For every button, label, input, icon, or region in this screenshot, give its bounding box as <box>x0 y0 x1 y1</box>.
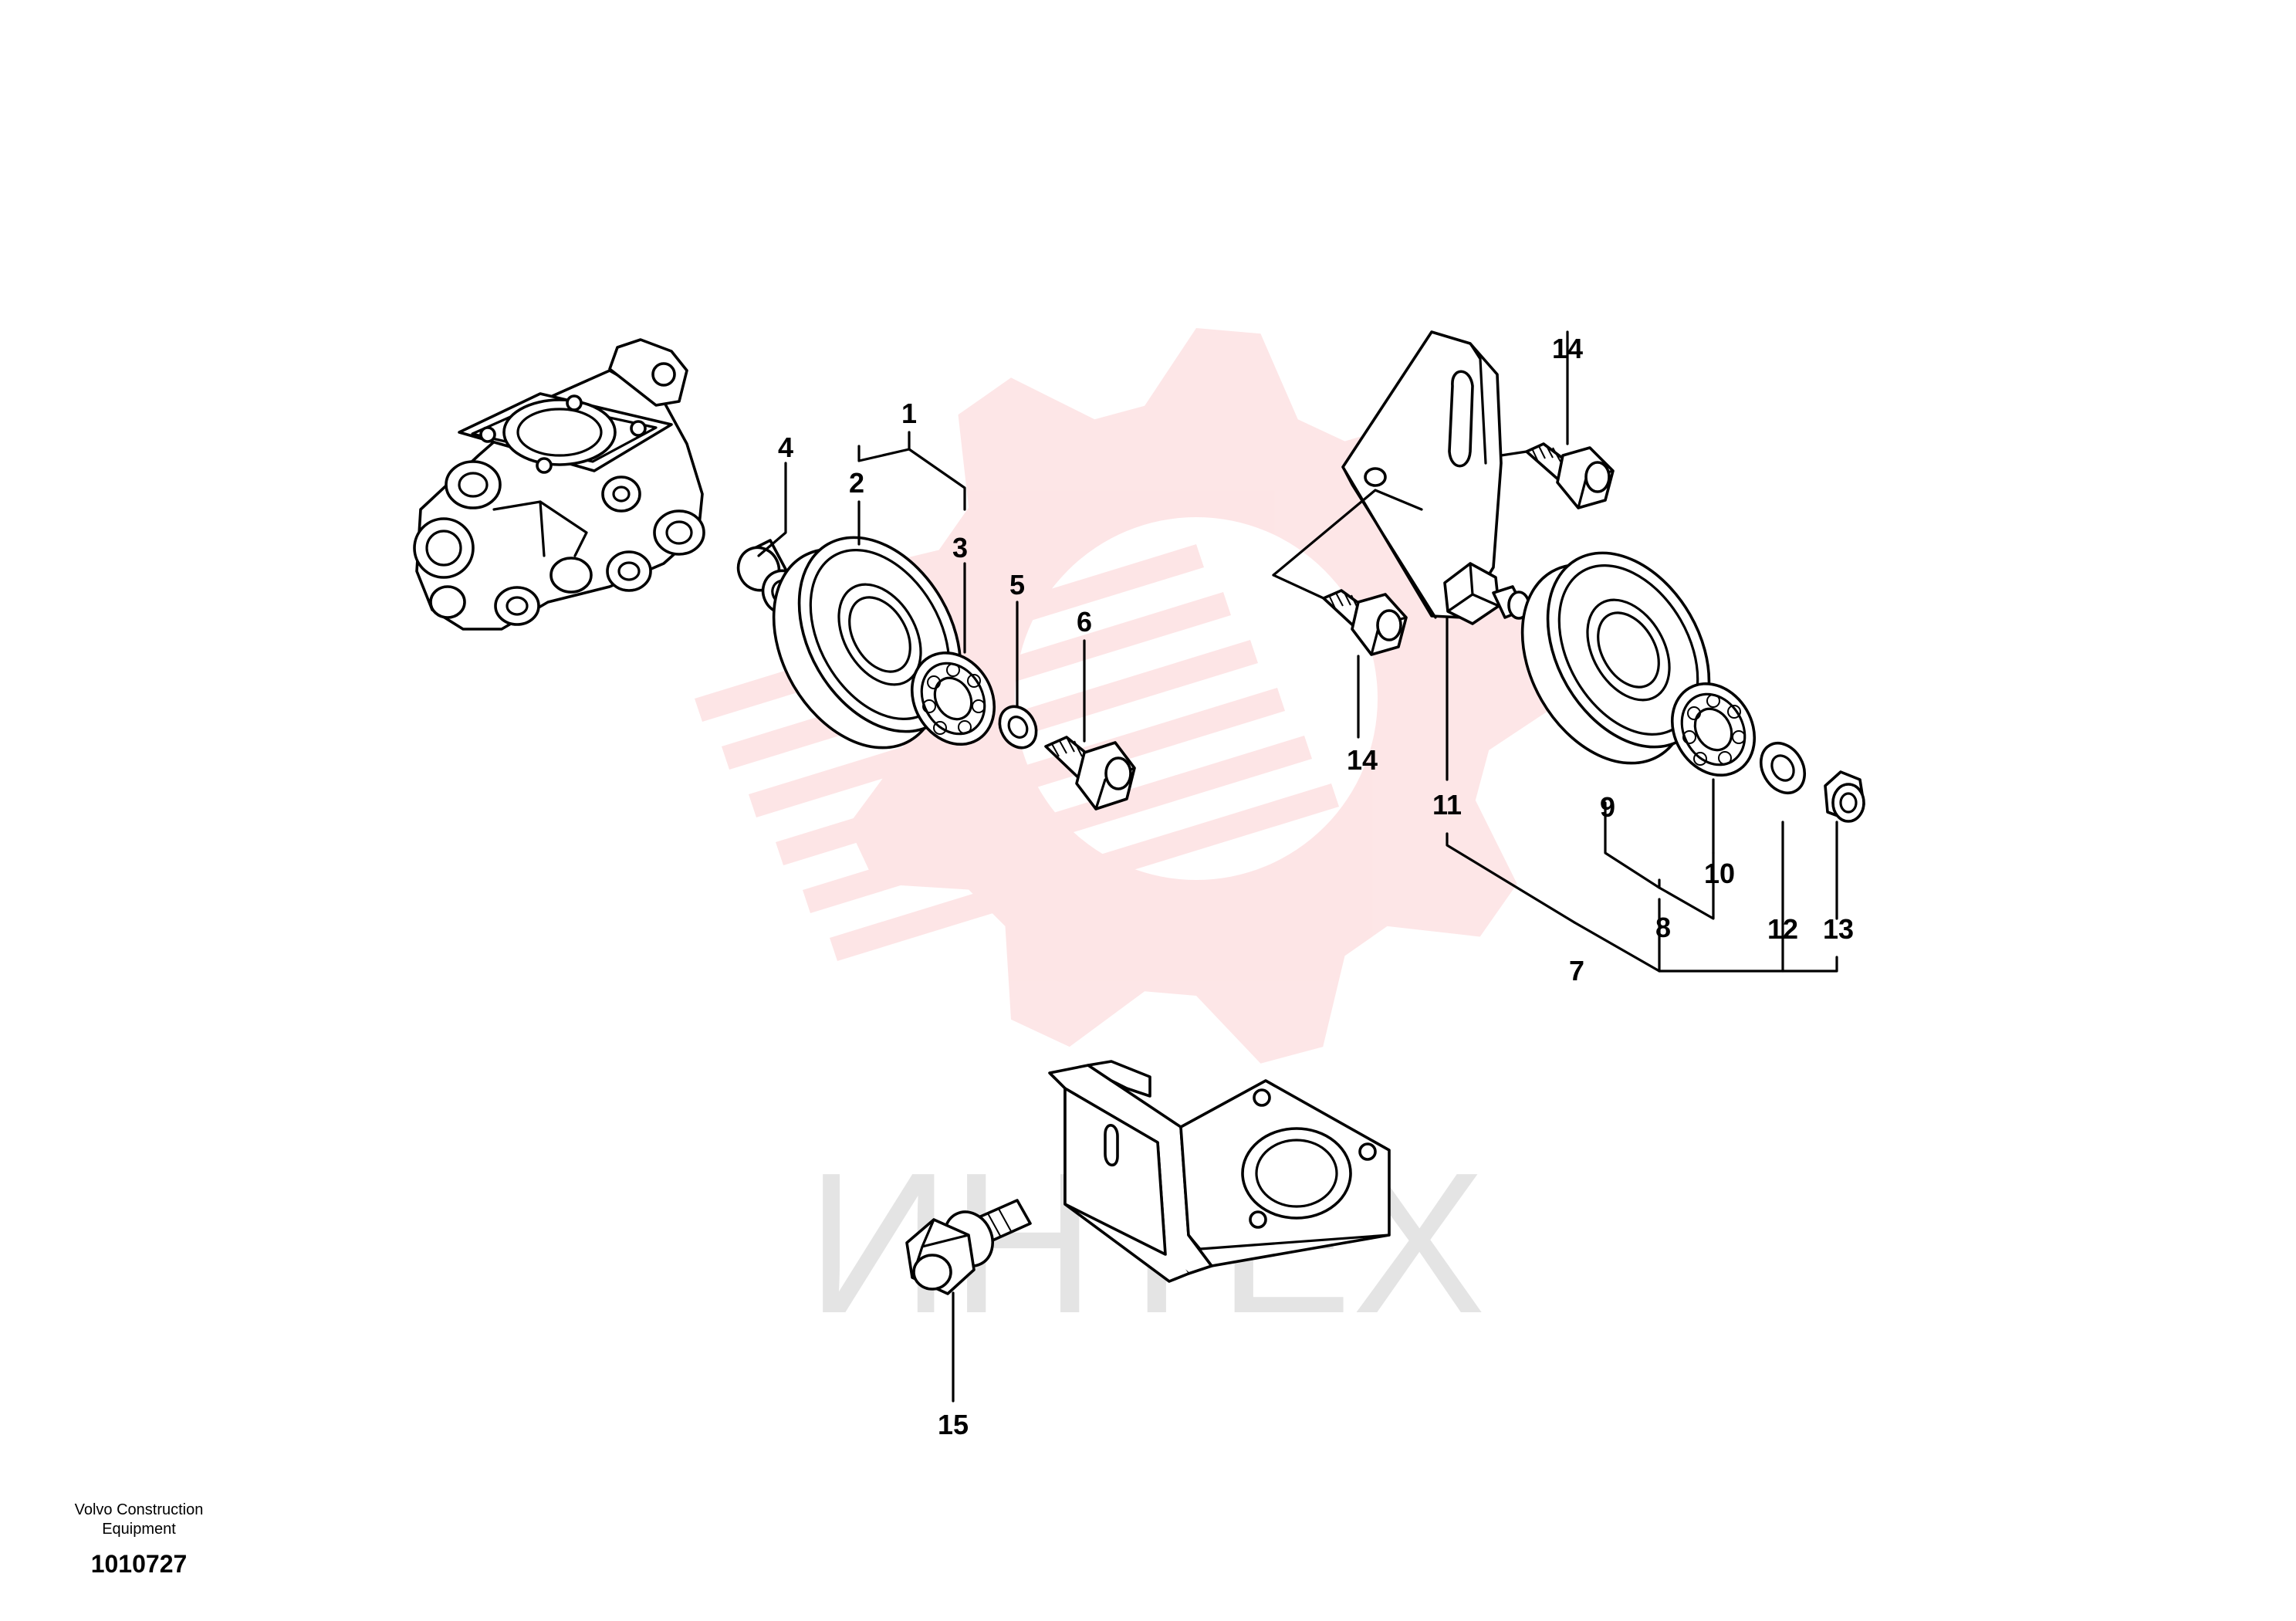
watermark-stripe <box>830 783 1339 961</box>
part-3-bearing <box>910 651 996 746</box>
part-14-bolt-lower <box>1322 589 1408 656</box>
callout-4: 4 <box>778 431 793 463</box>
mounting-bracket <box>1048 1060 1391 1283</box>
part-9-pulley <box>1520 551 1711 765</box>
part-15-flange-bolt <box>905 1199 1032 1295</box>
callout-3: 3 <box>952 532 968 563</box>
callout-2: 2 <box>849 467 864 499</box>
callout-labels: 1 2 3 4 5 6 14 14 11 9 10 8 12 13 7 15 <box>778 333 1854 1440</box>
callout-14-lower: 14 <box>1347 744 1378 776</box>
pump-housing <box>413 338 705 631</box>
part-12-washer <box>1759 742 1807 794</box>
manufacturer-line-1: Volvo Construction <box>74 1501 204 1518</box>
callout-10: 10 <box>1704 858 1735 889</box>
callout-5: 5 <box>1009 569 1025 601</box>
callout-14-upper: 14 <box>1552 333 1583 364</box>
drawing-number: 1010727 <box>90 1550 188 1578</box>
callout-11: 11 <box>1432 789 1462 821</box>
leader-lines <box>757 330 1838 1403</box>
callout-15: 15 <box>938 1409 969 1440</box>
callout-8: 8 <box>1655 912 1671 943</box>
callout-7: 7 <box>1569 955 1584 986</box>
part-14-bolt-upper <box>1525 442 1615 509</box>
manufacturer-name: Volvo Construction Equipment <box>31 1501 247 1539</box>
part-11-bracket <box>1341 330 1530 625</box>
watermark-stripe <box>776 688 1285 865</box>
callout-9: 9 <box>1600 791 1615 823</box>
callout-12: 12 <box>1767 913 1798 945</box>
part-6-bolt <box>1044 736 1136 810</box>
part-5-washer <box>998 705 1038 750</box>
callout-13: 13 <box>1823 913 1854 945</box>
part-10-bearing <box>1670 682 1757 777</box>
manufacturer-line-2: Equipment <box>102 1521 176 1538</box>
callout-1: 1 <box>901 398 917 429</box>
part-13-nut <box>1824 770 1865 823</box>
callout-6: 6 <box>1077 606 1092 638</box>
watermark-stripe <box>803 736 1312 913</box>
